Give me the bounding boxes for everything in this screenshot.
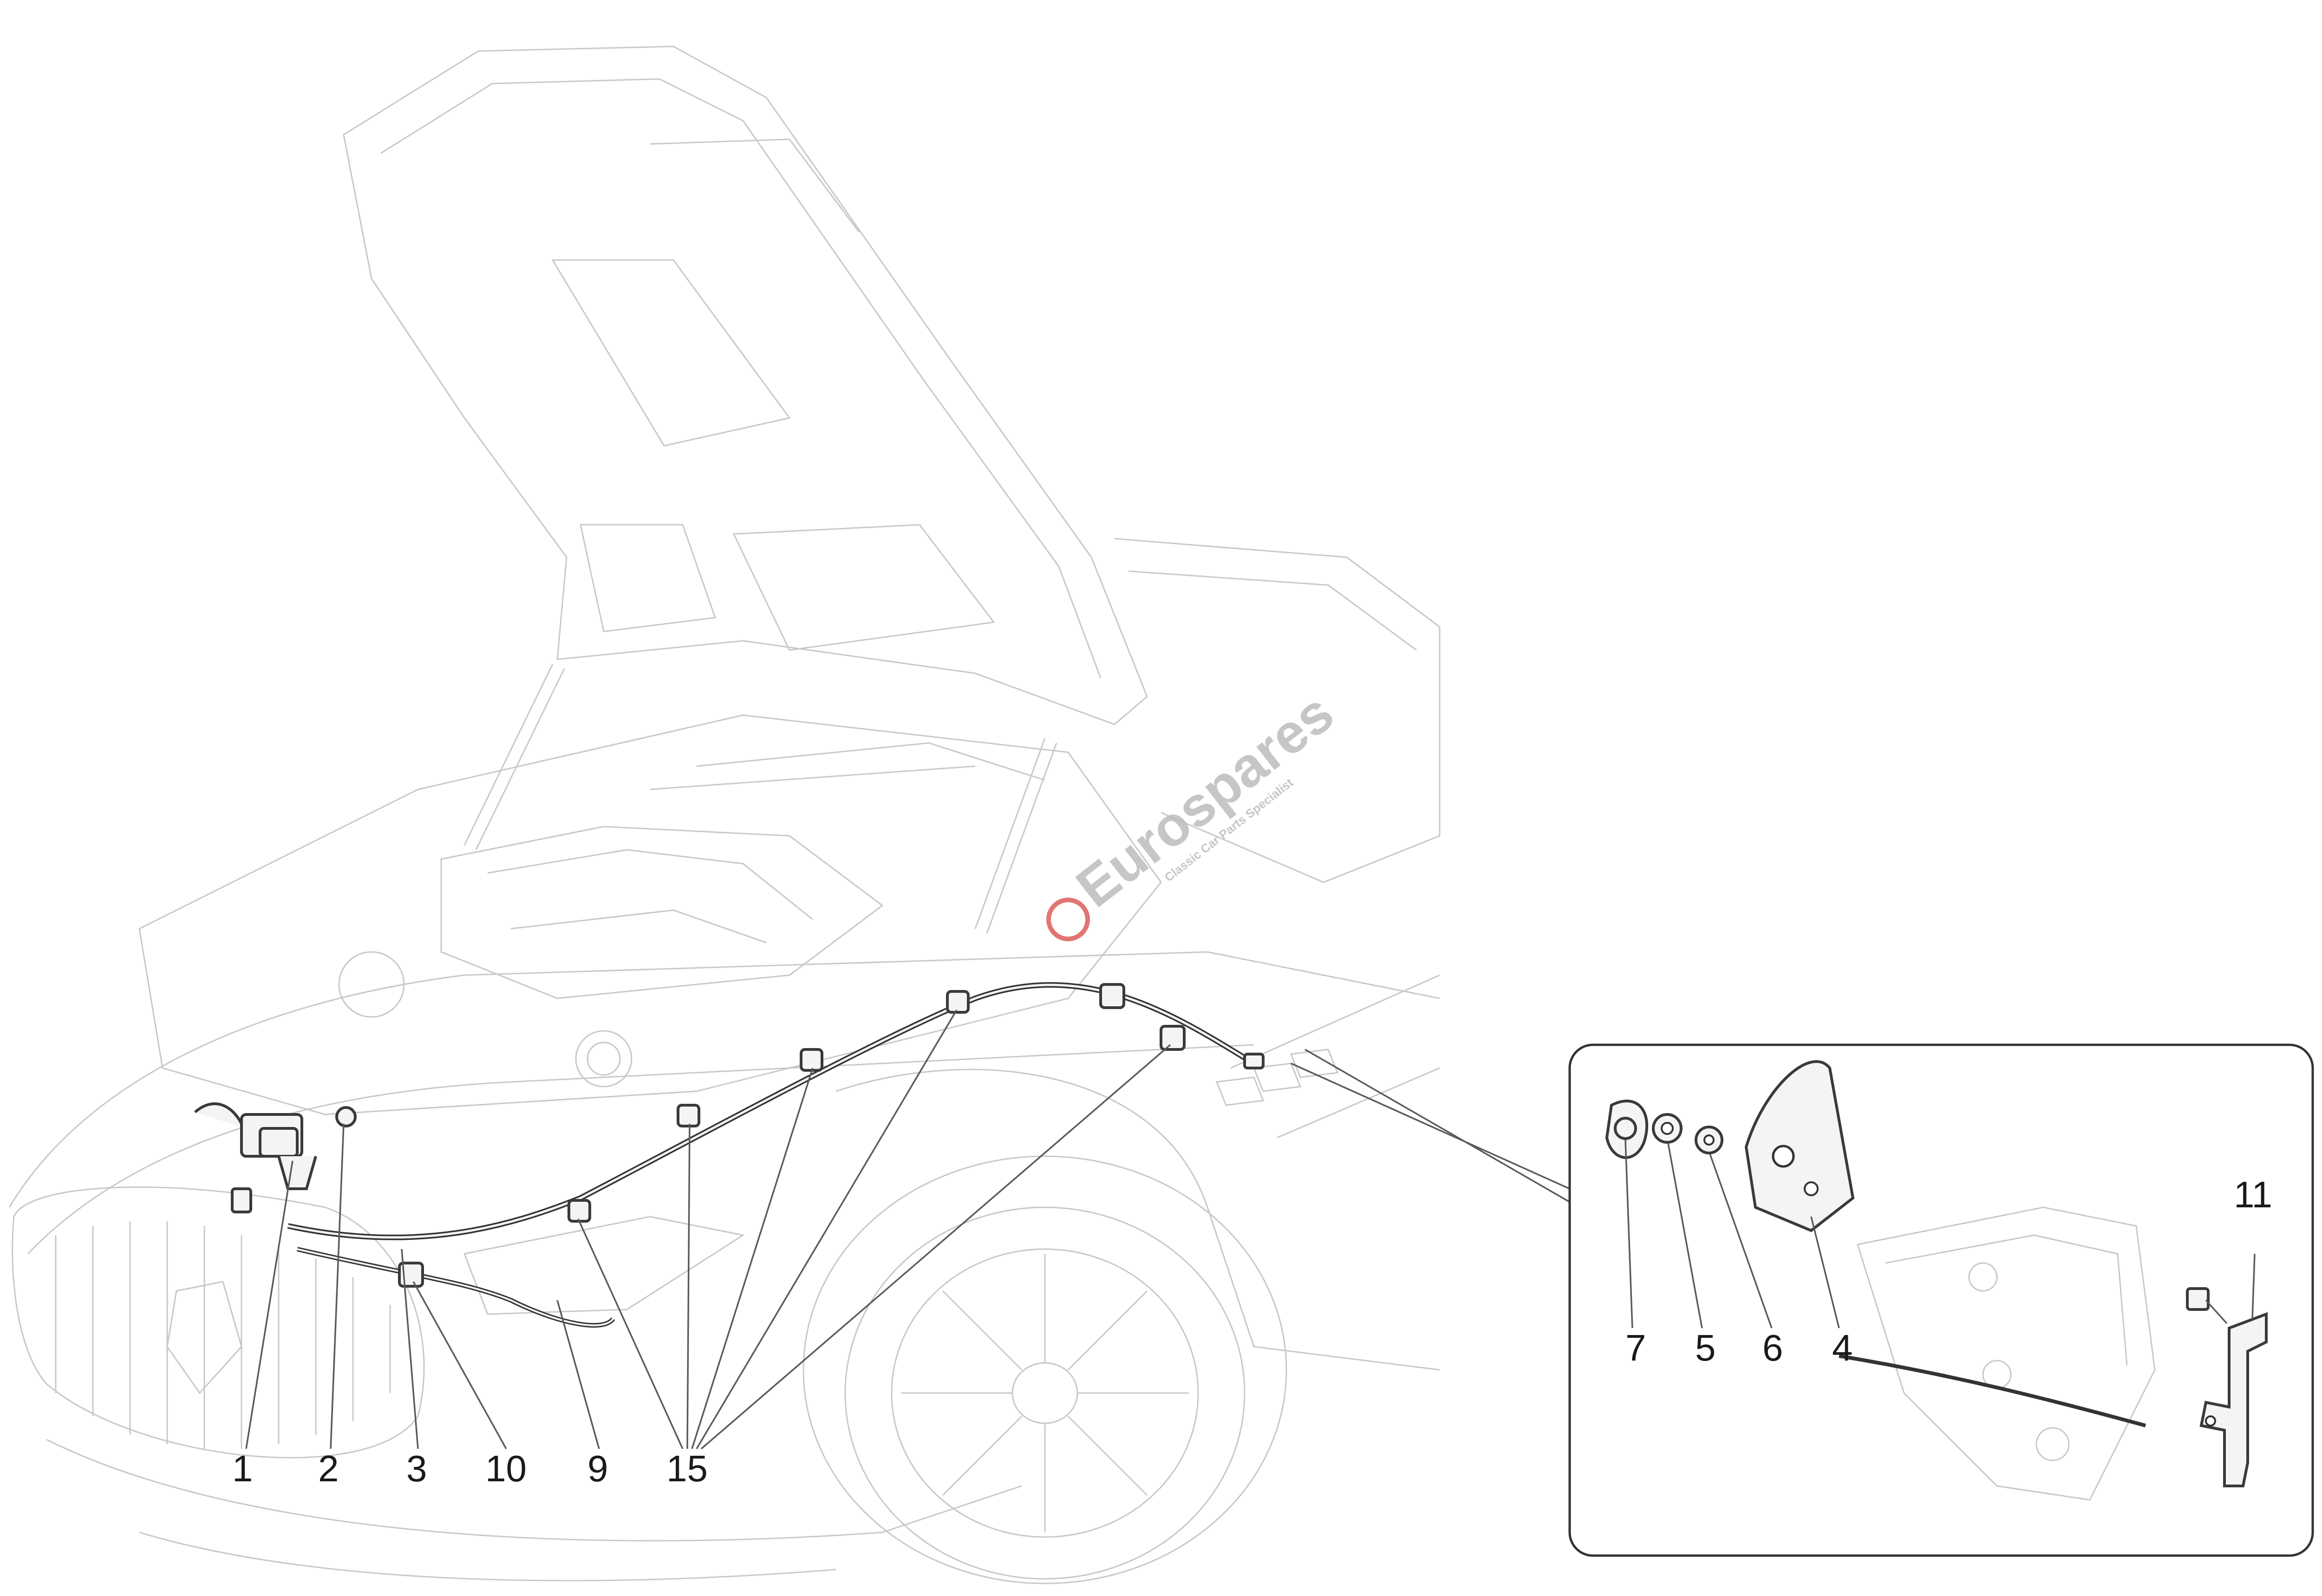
cable-clip-15 [567, 1199, 591, 1223]
hood-release-cable [287, 982, 1256, 1328]
front-fender [835, 1068, 1440, 1371]
mounting-bracket [2199, 1312, 2268, 1487]
callout-3: 3 [406, 1448, 427, 1489]
cable-end [1243, 1053, 1265, 1069]
latch-bumper [231, 1187, 252, 1213]
callout-11: 11 [2234, 1174, 2272, 1215]
front-grille [12, 1186, 425, 1459]
callout-9: 9 [587, 1448, 608, 1489]
fender-vents [1215, 1049, 1339, 1106]
latch-screw [335, 1106, 357, 1127]
engine-bay [138, 714, 1162, 1115]
mounting-panel [1857, 1206, 2156, 1501]
bolt [2186, 1287, 2210, 1311]
front-fascia [8, 951, 1440, 1208]
inset-cable [1839, 1354, 2146, 1427]
cable-bracket [1744, 1060, 1855, 1232]
hood-panel [343, 46, 1148, 725]
cable-clip-15 [946, 990, 970, 1014]
car-illustration [8, 46, 1441, 1584]
cable-clip-15 [800, 1048, 823, 1072]
detail-inset: 7 5 6 4 11 [1568, 1043, 2314, 1557]
callout-7: 7 [1625, 1327, 1646, 1368]
callout-1: 1 [232, 1448, 253, 1489]
headlight [463, 1216, 745, 1315]
callout-10: 10 [485, 1448, 527, 1489]
hood-strut-right [974, 738, 1046, 929]
strut-tower-left [338, 951, 405, 1018]
cable-clip-15 [1160, 1025, 1186, 1051]
hood-latch [194, 1102, 357, 1213]
callout-6: 6 [1762, 1327, 1783, 1368]
hood-strut-left [463, 664, 554, 846]
cable-clips [398, 983, 1265, 1288]
callout-5: 5 [1695, 1327, 1716, 1368]
leader-lines-main [245, 1010, 1579, 1450]
cable-clip-15 [677, 1104, 700, 1127]
watermark-logo-icon [1046, 898, 1090, 941]
hood-vent-left [551, 259, 791, 447]
watermark-brand: Eurospares [1065, 681, 1345, 919]
windshield [1114, 538, 1441, 883]
hood-vent-right [732, 524, 995, 651]
engine [440, 826, 884, 999]
callout-15: 15 [666, 1448, 708, 1489]
front-wheel [844, 1206, 1246, 1580]
trident-logo [166, 1281, 242, 1394]
callout-group-main: 1 2 3 10 9 15 [232, 1448, 708, 1489]
front-wheel-arch [802, 1155, 1287, 1584]
cable-clip-10 [398, 1262, 424, 1288]
watermark: Eurospares Classic Car Parts Specialist [1046, 681, 1345, 941]
fluid-cap [575, 1030, 633, 1088]
callout-2: 2 [318, 1448, 339, 1489]
cable-grommet [1099, 983, 1125, 1009]
callout-4: 4 [1832, 1327, 1853, 1368]
